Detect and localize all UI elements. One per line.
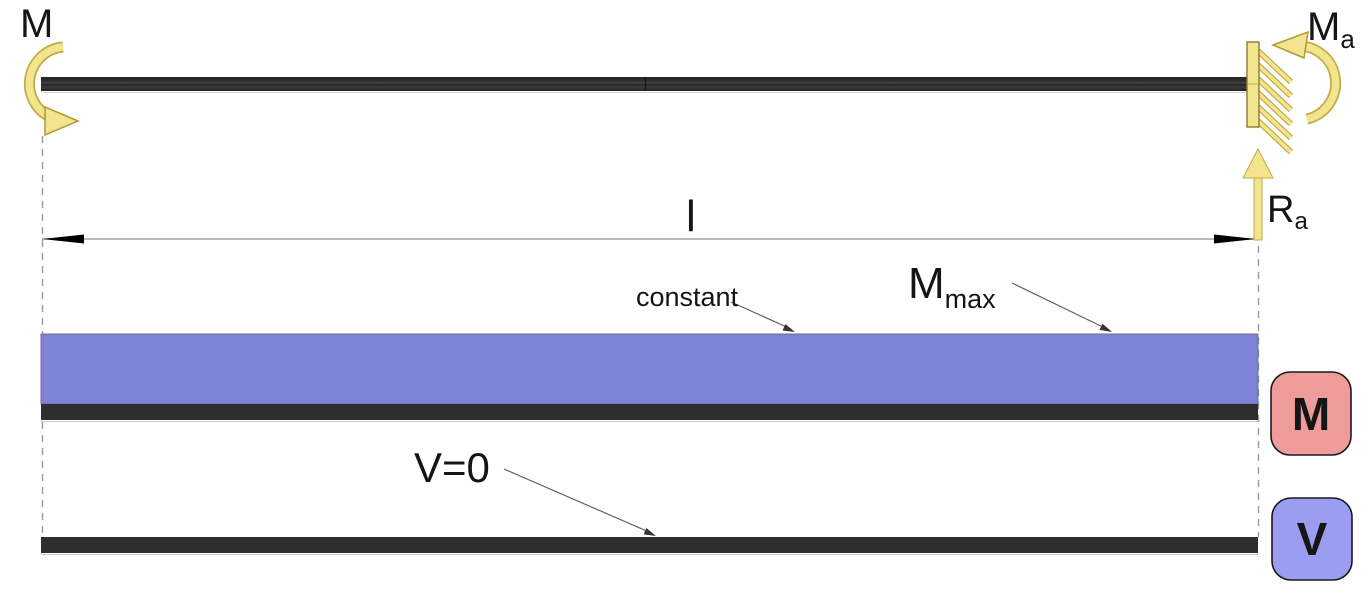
applied-moment-arrowhead xyxy=(44,105,80,137)
reaction-force-label-base: R xyxy=(1267,189,1294,231)
reaction-force-arrowhead xyxy=(1242,147,1274,179)
reaction-moment-label-sub: a xyxy=(1340,24,1355,54)
max-moment-label: Mmax xyxy=(908,259,996,314)
span-length-label: l xyxy=(686,192,696,241)
mmax-leader-line xyxy=(1011,282,1108,330)
mmax-leader-arrowhead xyxy=(1099,323,1112,332)
max-moment-label-base: M xyxy=(908,259,945,308)
leader-lines xyxy=(503,282,1112,536)
moment-baseline-bar xyxy=(41,404,1258,420)
shear-badge-box xyxy=(1271,497,1353,581)
shear-baseline-bar xyxy=(41,537,1258,553)
shear-value-label: V=0 xyxy=(414,444,490,491)
moment-badge-label: M xyxy=(1292,388,1330,440)
constant-leader-line xyxy=(730,301,792,330)
reaction-moment-arrow xyxy=(1270,30,1342,125)
vzero-leader-arrowhead xyxy=(643,528,656,536)
dimension-arrowhead-left xyxy=(42,234,84,244)
shear-diagram xyxy=(41,537,1258,555)
reaction-force-shaft xyxy=(1253,175,1263,241)
moment-badge: M xyxy=(1270,371,1352,456)
constant-label: constant xyxy=(636,282,739,312)
max-moment-label-sub: max xyxy=(945,284,997,314)
moment-badge-box xyxy=(1270,371,1352,456)
fixed-support xyxy=(1246,41,1294,155)
applied-moment-arc xyxy=(25,43,64,121)
reaction-moment-arrowhead xyxy=(1270,30,1309,60)
beam-bar xyxy=(41,77,1248,91)
beam xyxy=(41,77,1248,93)
constant-leader-arrowhead xyxy=(782,324,795,332)
length-dimension-line xyxy=(42,234,1256,244)
reaction-force-arrow xyxy=(1242,147,1274,241)
reaction-moment-arc xyxy=(1296,42,1340,123)
moment-area xyxy=(40,333,1259,405)
moment-diagram xyxy=(40,333,1259,422)
vzero-leader-line xyxy=(503,468,650,533)
reaction-moment-label-base: M xyxy=(1307,5,1340,49)
shear-badge: V xyxy=(1271,497,1353,581)
reaction-force-label: Ra xyxy=(1267,189,1308,235)
applied-moment-label: M xyxy=(20,2,53,46)
applied-moment-arrow xyxy=(23,41,80,137)
reaction-moment-label: Ma xyxy=(1307,5,1355,54)
shear-badge-label: V xyxy=(1297,513,1328,565)
support-hatch-lines xyxy=(1255,48,1293,154)
reaction-force-label-sub: a xyxy=(1294,208,1308,235)
dimension-arrowhead-right xyxy=(1214,234,1256,244)
